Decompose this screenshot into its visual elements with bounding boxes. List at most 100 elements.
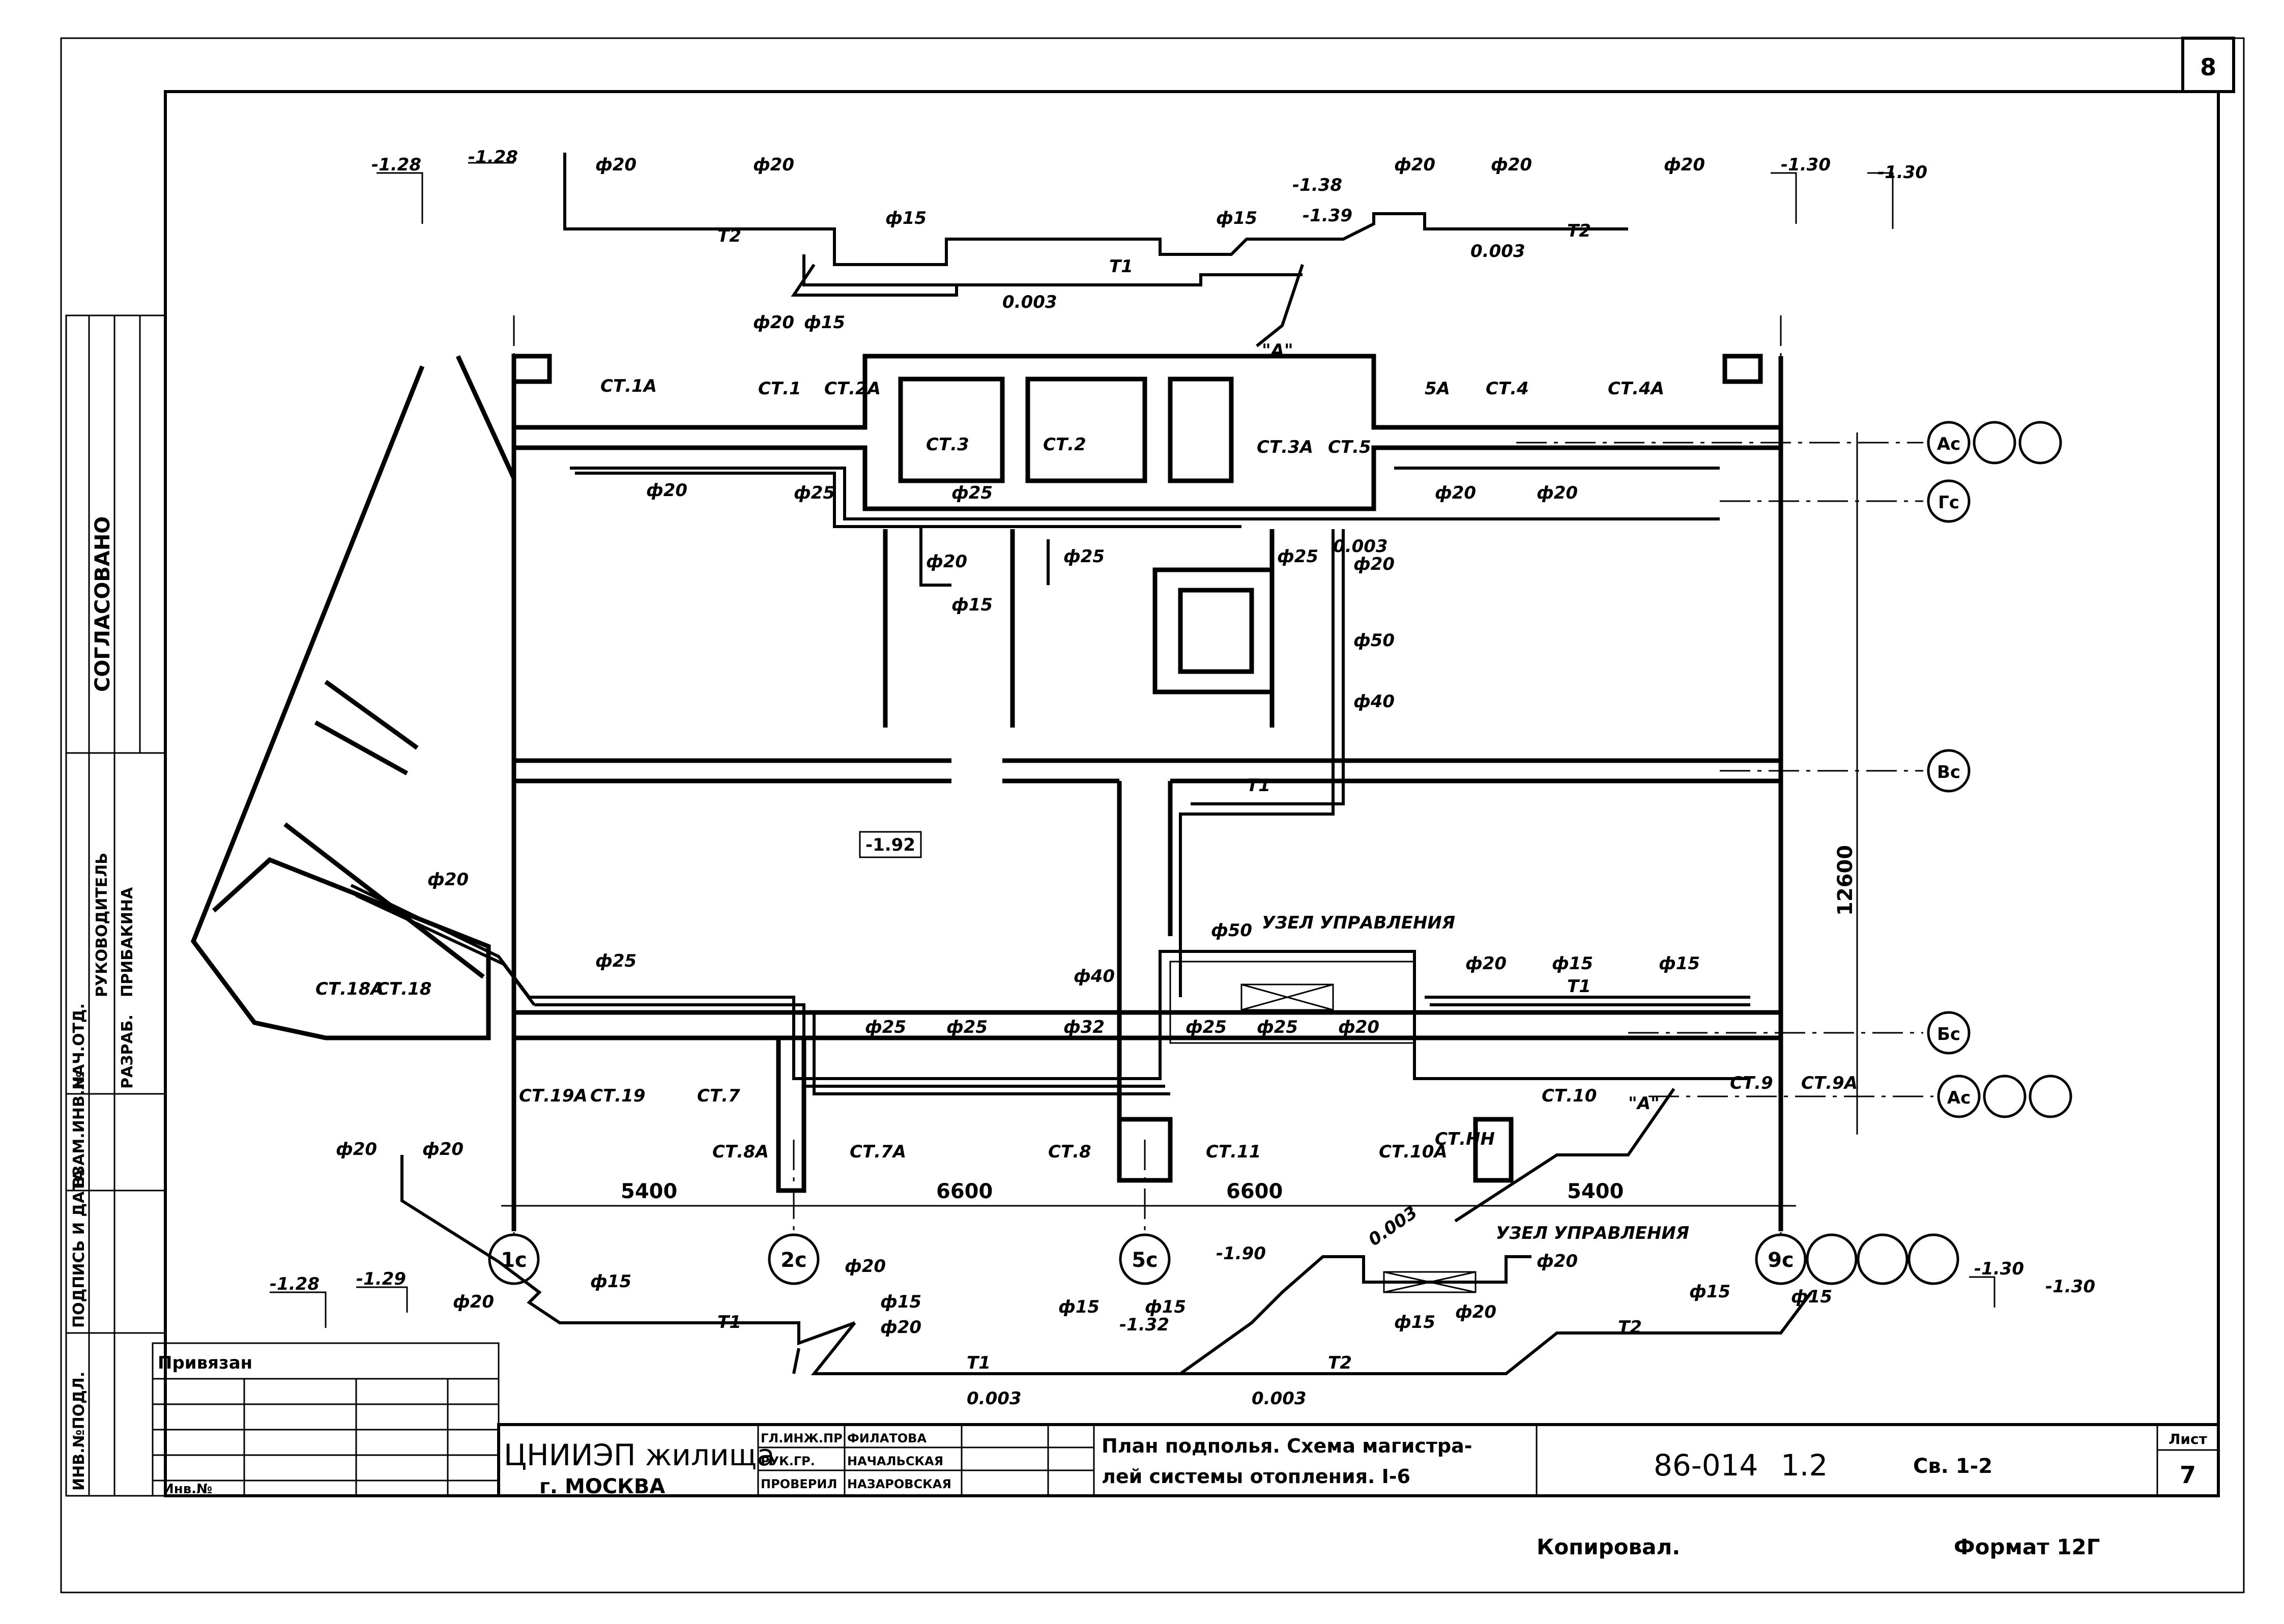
floor-level: -1.92 xyxy=(865,835,915,855)
col-axis-bubbles: 1с 2с 5с 9с xyxy=(488,1233,1959,1285)
mark-bot-1: -1.28 xyxy=(270,1274,320,1294)
section-mark-plan: "А" xyxy=(1628,1093,1660,1114)
axis-col-label-2: 2с xyxy=(780,1249,807,1272)
dia-plan-23: ф20 xyxy=(1465,953,1507,974)
pipe-tag-bot-1: Т1 xyxy=(717,1312,741,1332)
slope-top-2: 0.003 xyxy=(1470,241,1525,262)
riser-1: СТ.1А xyxy=(600,376,657,396)
pipe-tag-bot-2: Т1 xyxy=(967,1353,991,1373)
axes xyxy=(501,315,1933,1241)
dia-plan-5: ф15 xyxy=(951,595,993,615)
side-stamp: СОГЛАСОВАНО НАЧ.ОТД. РУКОВОДИТЕЛЬ РАЗРАБ… xyxy=(65,314,166,1497)
riser-5: СТ.2 xyxy=(1043,434,1086,455)
dia-top-3: ф15 xyxy=(885,208,927,228)
dia-top-9: ф20 xyxy=(1664,155,1705,175)
role-developer: РАЗРАБ. xyxy=(119,1014,136,1089)
dia-bot-14: ф15 xyxy=(1791,1287,1832,1307)
axis-col-label-4: 9с xyxy=(1768,1249,1794,1272)
dim-1: 5400 xyxy=(621,1180,677,1203)
slope-plan-1: 0.003 xyxy=(1333,536,1388,557)
dia-top-4: ф20 xyxy=(753,312,794,333)
dia-plan-24: ф15 xyxy=(1552,953,1593,974)
riser-22: СТ.10 xyxy=(1542,1086,1597,1106)
dia-bot-12: ф20 xyxy=(1455,1302,1496,1322)
riser-12: СТ.18 xyxy=(377,979,431,999)
city: г. МОСКВА xyxy=(539,1475,665,1498)
pipe-tag-plan-1: Т1 xyxy=(1567,976,1591,997)
pipe-tag-top-3: Т2 xyxy=(1567,221,1591,241)
axis-row-label-3: Вс xyxy=(1937,762,1960,782)
top-scheme: -1.28 -1.28 ф20 ф20 ф15 ф20 ф15 0.003 -1… xyxy=(371,147,1927,361)
pipe-tag-top-2: Т1 xyxy=(1109,256,1133,277)
dia-plan-16: ф25 xyxy=(946,1017,988,1037)
mark-bot-5: -1.30 xyxy=(1974,1259,2024,1279)
riser-15: СТ.7 xyxy=(697,1086,740,1106)
row-axis-bubbles: Ас Гс Вс Бс Ас xyxy=(1927,421,2072,1118)
replace-inv-field: ВЗАМ.ИНВ.№ xyxy=(70,1071,88,1188)
slope-top-1: 0.003 xyxy=(1002,292,1057,312)
role-chief: ГЛ.ИНЖ.ПР xyxy=(761,1431,843,1445)
riser-3: СТ.2А xyxy=(824,379,881,399)
riser-11: СТ.18А xyxy=(315,979,384,999)
riser-23: СТ.9 xyxy=(1730,1073,1773,1093)
signature-date-field: ПОДПИСЬ И ДАТА xyxy=(70,1169,88,1328)
sheet-number-top: 8 xyxy=(2200,53,2216,81)
dia-bot-7: ф20 xyxy=(880,1317,921,1338)
mark-bot-2: -1.29 xyxy=(356,1269,406,1289)
riser-16: СТ.8А xyxy=(712,1142,769,1162)
riser-7: СТ.5 xyxy=(1328,437,1371,457)
mark-top-4: -1.39 xyxy=(1303,206,1352,226)
dia-bot-13: ф15 xyxy=(1689,1282,1730,1302)
pipe-tag-plan-2: Т1 xyxy=(1247,775,1270,796)
axis-col-label-1: 1с xyxy=(501,1249,527,1272)
dia-plan-19: ф25 xyxy=(1186,1017,1227,1037)
riser-4: СТ.3 xyxy=(926,434,969,455)
dia-plan-3: ф25 xyxy=(951,483,993,503)
mark-bot-3: -1.32 xyxy=(1119,1315,1169,1335)
dia-plan-6: ф25 xyxy=(1063,546,1105,567)
pipe-tag-bot-4: Т2 xyxy=(1618,1317,1642,1338)
dia-bot-10: ф20 xyxy=(1537,1251,1578,1271)
dim-2: 6600 xyxy=(936,1180,993,1203)
album: Св. 1-2 xyxy=(1913,1455,1992,1478)
riser-24: СТ.9А xyxy=(1801,1073,1858,1093)
riser-6: СТ.3А xyxy=(1257,437,1313,457)
dia-top-5: ф15 xyxy=(804,312,845,333)
dia-plan-21: ф20 xyxy=(1338,1017,1379,1037)
format-label: Формат 12Г xyxy=(1954,1534,2100,1559)
riser-14: СТ.19 xyxy=(590,1086,645,1106)
dim-3: 6600 xyxy=(1226,1180,1283,1203)
dia-bot-11: ф15 xyxy=(1394,1312,1435,1332)
riser-13: СТ.19А xyxy=(519,1086,588,1106)
dia-plan-12: ф20 xyxy=(1537,483,1578,503)
axis-row-label-4: Бс xyxy=(1937,1024,1960,1045)
dia-plan-9: ф50 xyxy=(1353,630,1395,651)
dia-plan-14: ф25 xyxy=(595,951,637,971)
dia-bot-8: ф15 xyxy=(1058,1297,1100,1317)
role-group: РУК.ГР. xyxy=(761,1454,815,1468)
pipe-network xyxy=(350,467,1750,1223)
riser-20: СТ.10А xyxy=(1379,1142,1448,1162)
dia-plan-7: ф25 xyxy=(1277,546,1318,567)
riser-9: СТ.4 xyxy=(1486,379,1529,399)
dia-plan-20: ф25 xyxy=(1257,1017,1298,1037)
name-group: НАЧАЛЬСКАЯ xyxy=(847,1454,943,1468)
inv-no-label: Инв.№ xyxy=(163,1482,212,1497)
mark-bot-4: -1.90 xyxy=(1216,1243,1266,1264)
doc-part: 1.2 xyxy=(1781,1448,1828,1483)
sheet-number-box xyxy=(2181,37,2235,93)
name-chief: ФИЛАТОВА xyxy=(847,1431,927,1445)
riser-18: СТ.8 xyxy=(1048,1142,1091,1162)
dia-plan-15: ф25 xyxy=(865,1017,906,1037)
axis-col-label-3: 5с xyxy=(1132,1249,1158,1272)
attached-label: Привязан xyxy=(158,1353,252,1373)
role-checked: ПРОВЕРИЛ xyxy=(761,1477,837,1491)
mark-top-2: -1.28 xyxy=(468,147,518,167)
dia-plan-17: ф40 xyxy=(1074,966,1115,987)
floor-level-box xyxy=(859,831,922,858)
axis-row-label-2: Гс xyxy=(1938,492,1959,513)
dia-top-6: ф15 xyxy=(1216,208,1257,228)
mark-top-1: -1.28 xyxy=(371,155,421,175)
axis-row-label-1: Ас xyxy=(1937,434,1960,454)
